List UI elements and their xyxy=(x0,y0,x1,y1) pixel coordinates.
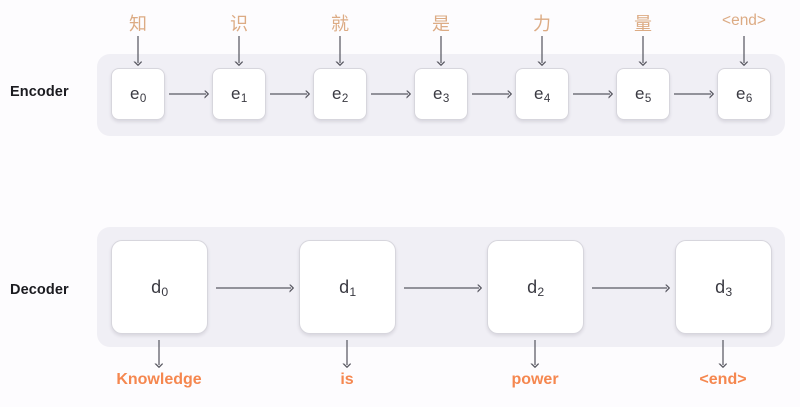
decoder-cell-0-label: d0 xyxy=(151,277,169,300)
encoder-cell-6[interactable]: e6 xyxy=(717,68,771,120)
encoder-cell-2-label: e2 xyxy=(332,84,349,106)
encoder-cell-3-label: e3 xyxy=(433,84,450,106)
encoder-input-token-1: 识 xyxy=(230,14,248,34)
encoder-input-token-5: 量 xyxy=(634,14,652,34)
decoder-output-token-0: Knowledge xyxy=(116,371,202,388)
decoder-cell-1-label: d1 xyxy=(339,277,357,300)
encoder-cell-3[interactable]: e3 xyxy=(414,68,468,120)
decoder-section-label: Decoder xyxy=(10,282,69,298)
encoder-input-token-2: 就 xyxy=(331,14,349,34)
decoder-cell-2[interactable]: d2 xyxy=(487,240,584,334)
encoder-cell-6-label: e6 xyxy=(736,84,753,106)
encoder-cell-1[interactable]: e1 xyxy=(212,68,266,120)
decoder-output-token-1: is xyxy=(340,371,354,388)
decoder-cell-2-label: d2 xyxy=(527,277,545,300)
decoder-cell-0[interactable]: d0 xyxy=(111,240,208,334)
decoder-output-token-2: power xyxy=(511,371,559,388)
encoder-input-token-6: <end> xyxy=(722,12,766,29)
decoder-cell-3-label: d3 xyxy=(715,277,733,300)
encoder-cell-1-label: e1 xyxy=(231,84,248,106)
decoder-output-token-3: <end> xyxy=(699,371,747,388)
encoder-cell-0[interactable]: e0 xyxy=(111,68,165,120)
encoder-input-token-4: 力 xyxy=(533,14,551,34)
encoder-cell-4[interactable]: e4 xyxy=(515,68,569,120)
decoder-band xyxy=(97,227,785,347)
decoder-cell-1[interactable]: d1 xyxy=(299,240,396,334)
encoder-cell-4-label: e4 xyxy=(534,84,551,106)
encoder-section-label: Encoder xyxy=(10,84,69,100)
encoder-input-token-0: 知 xyxy=(129,14,147,34)
encoder-cell-5-label: e5 xyxy=(635,84,652,106)
encoder-cell-2[interactable]: e2 xyxy=(313,68,367,120)
decoder-cell-3[interactable]: d3 xyxy=(675,240,772,334)
encoder-cell-5[interactable]: e5 xyxy=(616,68,670,120)
encoder-cell-0-label: e0 xyxy=(130,84,147,106)
encoder-input-token-3: 是 xyxy=(432,14,450,34)
